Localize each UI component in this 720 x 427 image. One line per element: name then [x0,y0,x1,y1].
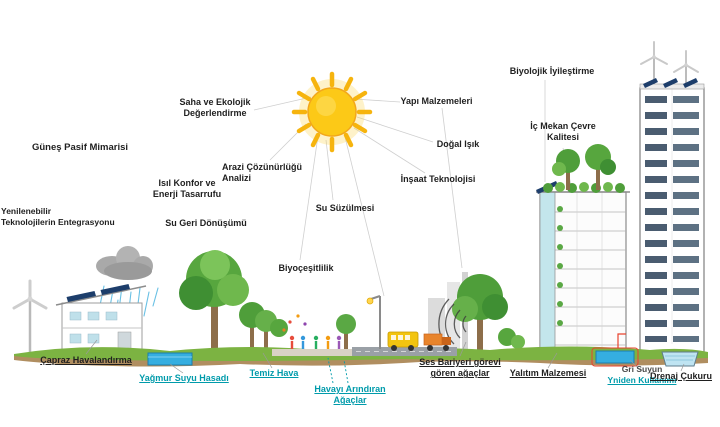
label-line: Saha ve Ekolojik [179,97,251,107]
tree-icon [179,250,249,354]
label-cross-ventilation: Çapraz Havalandırma [40,355,132,365]
label-line: Ağaçlar [333,395,367,406]
label-line: Enerji Tasarrufu [152,189,222,200]
label-line: Isıl Konfor ve [158,178,216,188]
label-line: Değerlendirme [183,108,247,119]
label-water-filtration: Su Süzülmesi [315,203,375,213]
sidewalk [272,349,352,356]
label-biological-remediation: Biyolojik İyileştirme [509,66,595,76]
label-insulation-material: Yalıtım Malzemesi [509,368,587,378]
label-line: İç Mekan Çevre [530,121,596,131]
label-land-resolution-analysis: Arazi Çözünürlüğü Analizi [222,162,317,185]
tower-building-icon [639,78,705,353]
label-line: Teknolojilerin Entegrasyonu [1,216,115,227]
label-site-ecological-assessment: Saha ve Ekolojik Değerlendirme [170,97,260,120]
street-lamp-icon [366,295,381,349]
label-greywater-reuse: Gri Suyun Yniden Kullanımı [604,364,680,385]
label-line: Ses Bariyeri görevi [419,357,501,367]
label-biodiversity: Biyoçeşitlilik [278,263,334,273]
label-solar-passive-architecture: Güneş Pasif Mimarisi [31,142,129,153]
label-drainage-pit: Drenaj Çukuru [649,371,712,381]
tree-grove-icon [239,302,356,354]
label-thermal-comfort-energy-saving: Isıl Konfor ve Enerji Tasarrufu [143,178,231,201]
truck-icon [423,333,451,351]
label-rainwater-harvesting: Yağmur Suyu Hasadı [139,373,229,383]
label-water-recycling: Su Geri Dönüşümü [165,218,247,228]
rainwater-tank-icon [147,352,193,366]
drainage-pit-icon [661,351,699,367]
leader-lines [85,339,685,374]
label-line: Yenilenebilir [1,206,52,216]
label-natural-light: Doğal Işık [436,139,480,149]
bus-icon [387,331,419,351]
label-renewable-tech-integration: Yenilenebilir Teknolojilerin Entegrasyon… [1,206,127,227]
label-line: gören ağaçlar [430,368,490,379]
label-air-purifying-trees: Havayı Arındıran Ağaçlar [305,384,395,407]
label-line: Yniden Kullanımı [607,374,677,385]
noise-barrier-trees-icon [452,274,525,354]
solar-house-icon [55,284,147,353]
label-line: Analizi [222,173,252,184]
label-indoor-environment-quality: İç Mekan Çevre Kalitesi [522,121,604,144]
road [352,347,457,356]
label-line: Arazi Çözünürlüğü [222,162,302,172]
label-line: Gri Suyun [621,364,663,374]
green-building-icon [536,144,630,353]
label-clean-air: Temiz Hava [249,368,299,378]
label-line: Havayı Arındıran [314,384,386,394]
pedestrians-icon [289,335,342,349]
sun-icon [291,71,373,153]
label-construction-technology: İnşaat Teknolojisi [400,174,476,184]
label-noise-barrier-trees: Ses Bariyeri görevi gören ağaçlar [412,357,508,380]
greywater-tank-icon [591,347,639,367]
label-line: Kalitesi [546,132,579,143]
label-building-materials: Yapı Malzemeleri [400,96,473,106]
airflow-dashes [327,357,349,384]
wind-turbine-icon [12,279,48,352]
